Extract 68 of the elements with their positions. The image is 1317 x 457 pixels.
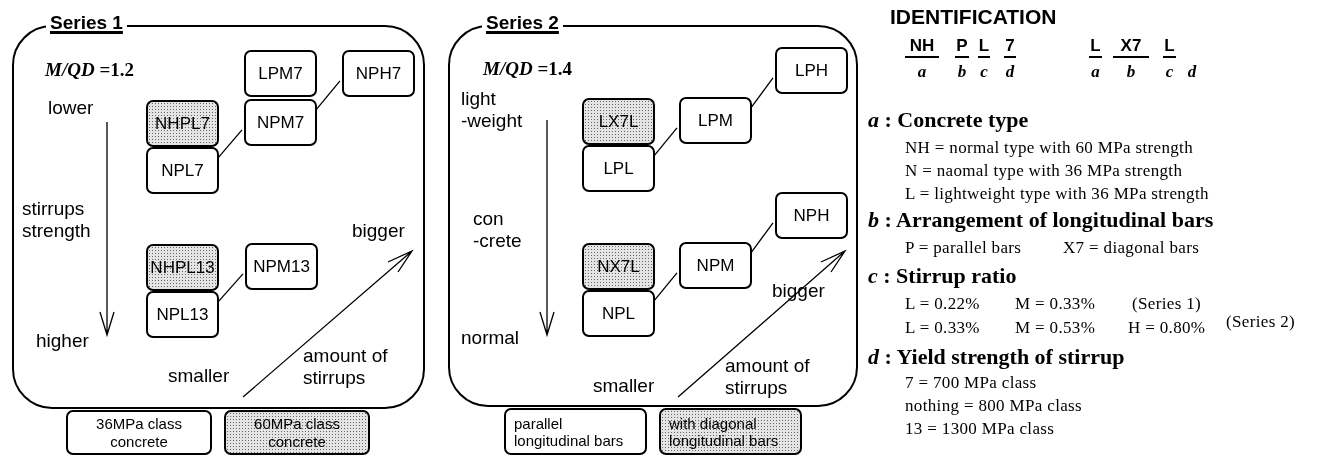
axis-label: normal xyxy=(461,327,520,349)
definition-text: nothing = 800 MPa class xyxy=(905,395,1082,416)
definition-heading: d : Yield strength of stirrup xyxy=(868,344,1125,370)
specimen-box: LPL xyxy=(582,145,655,192)
specimen-box: LPM xyxy=(679,97,752,144)
specimen-box: 36MPa class concrete xyxy=(66,410,212,455)
definition-heading: b : Arrangement of longitudinal bars xyxy=(868,207,1214,233)
code-index: c xyxy=(1164,62,1175,82)
definition-text: 13 = 1300 MPa class xyxy=(905,418,1055,439)
definition-text: M = 0.53% xyxy=(1015,317,1096,338)
code-index: d xyxy=(1186,62,1198,82)
axis-label: light -weight xyxy=(461,88,524,132)
axis-label: lower xyxy=(48,97,94,119)
definition-text: (Series 1) xyxy=(1132,293,1202,314)
axis-label: smaller xyxy=(593,375,655,397)
axis-label: higher xyxy=(36,330,89,352)
definition-text: N = naomal type with 36 MPa strength xyxy=(905,160,1183,181)
definition-text: L = 0.22% xyxy=(905,293,980,314)
specimen-box: LPM7 xyxy=(244,50,317,97)
specimen-box: NPL13 xyxy=(146,291,219,338)
code-letter: L xyxy=(1089,36,1102,58)
specimen-box: parallel longitudinal bars xyxy=(504,408,647,455)
code-index: a xyxy=(916,62,928,82)
definition-text: 7 = 700 MPa class xyxy=(905,372,1037,393)
definition-text: L = 0.33% xyxy=(905,317,980,338)
axis-label: amount of stirrups xyxy=(303,345,389,389)
code-index: a xyxy=(1090,62,1101,82)
specimen-box: NPM13 xyxy=(245,243,318,290)
specimen-box: NPL xyxy=(582,290,655,337)
shaded-box: NHPL7 xyxy=(146,100,219,147)
code-index: b xyxy=(1125,62,1137,82)
code-letter: NH xyxy=(905,36,939,58)
definition-text: H = 0.80% xyxy=(1128,317,1206,338)
definition-text: NH = normal type with 60 MPa strength xyxy=(905,137,1193,158)
definition-text: X7 = diagonal bars xyxy=(1063,237,1200,258)
specimen-box: NPL7 xyxy=(146,147,219,194)
definition-text: (Series 2) xyxy=(1226,311,1296,332)
specimen-box: NPH xyxy=(775,192,848,239)
axis-label: smaller xyxy=(168,365,230,387)
definition-heading: a : Concrete type xyxy=(868,107,1029,133)
ratio-label: M/QD =1.2 xyxy=(45,58,134,82)
code-letter: 7 xyxy=(1004,36,1016,58)
specimen-box: NPM xyxy=(679,242,752,289)
shaded-box: 60MPa class concrete xyxy=(224,410,370,455)
code-letter: L xyxy=(978,36,990,58)
specimen-box: LPH xyxy=(775,47,848,94)
code-letter: L xyxy=(1163,36,1176,58)
shaded-box: with diagonal longitudinal bars xyxy=(659,408,802,455)
code-index: c xyxy=(979,62,989,82)
axis-label: stirrups strength xyxy=(22,198,92,242)
shaded-box: NHPL13 xyxy=(146,244,219,291)
axis-label: con -crete xyxy=(473,208,523,252)
definition-heading: c : Stirrup ratio xyxy=(868,263,1017,289)
definition-text: M = 0.33% xyxy=(1015,293,1096,314)
specimen-box: NPM7 xyxy=(244,99,317,146)
section-heading: IDENTIFICATION xyxy=(890,4,1057,30)
code-letter: X7 xyxy=(1113,36,1149,58)
shaded-box: LX7L xyxy=(582,98,655,145)
ratio-label: M/QD =1.4 xyxy=(483,57,572,81)
shaded-box: NX7L xyxy=(582,243,655,290)
code-index: b xyxy=(956,62,968,82)
code-index: d xyxy=(1004,62,1016,82)
axis-label: bigger xyxy=(352,220,405,242)
definition-text: P = parallel bars xyxy=(905,237,1022,258)
axis-label: amount of stirrups xyxy=(725,355,811,399)
code-letter: P xyxy=(955,36,969,58)
definition-text: L = lightweight type with 36 MPa strength xyxy=(905,183,1209,204)
specimen-box: NPH7 xyxy=(342,50,415,97)
